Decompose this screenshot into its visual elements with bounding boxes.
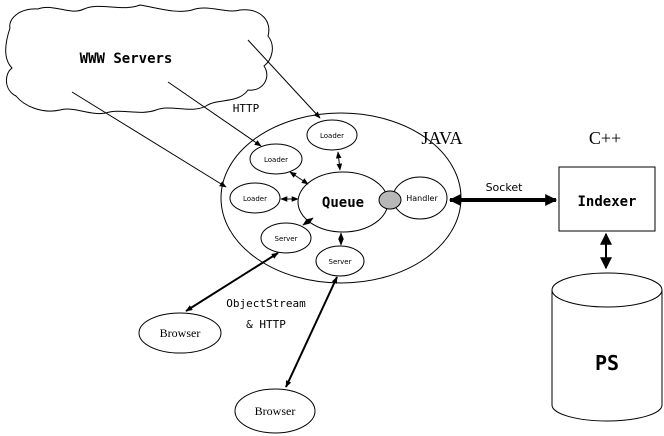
- server-left: [260, 222, 312, 254]
- cloud-to-loader-left-arrow: [71, 91, 227, 188]
- indexer-box: [558, 166, 656, 232]
- browser-bottom: [234, 388, 316, 434]
- object-stream-label: ObjectStream: [226, 297, 306, 310]
- loader-mid: [249, 143, 303, 175]
- handler-label: Handler: [406, 194, 438, 203]
- loader-mid-label: Loader: [264, 156, 288, 164]
- www-servers-cloud: [5, 4, 273, 115]
- cloud-to-loader-mid-arrow: [167, 81, 262, 147]
- cpp-label: C++: [589, 128, 621, 148]
- server-bottom-browser-arrow: [285, 276, 338, 388]
- loader-left: [229, 182, 281, 214]
- queue-label: Queue: [322, 195, 364, 211]
- java-label: JAVA: [421, 128, 462, 148]
- server-left-browser-arrow: [185, 252, 279, 312]
- server-bottom: [315, 245, 365, 277]
- ps-cylinder-body: [551, 290, 663, 422]
- and-http-label: & HTTP: [246, 318, 286, 331]
- ps-label: PS: [595, 351, 619, 375]
- http-label: HTTP: [233, 102, 260, 115]
- loader-top-label: Loader: [320, 132, 344, 140]
- browser-bottom-label: Browser: [255, 404, 296, 418]
- handler-connector: [378, 190, 402, 210]
- loader-top-queue-arrow: [335, 151, 343, 171]
- socket-label: Socket: [486, 181, 524, 194]
- server-left-label: Server: [275, 235, 298, 243]
- server-left-queue-arrow: [302, 217, 314, 226]
- indexer-label: Indexer: [577, 194, 636, 210]
- ps-cylinder-top: [551, 272, 663, 308]
- browser-left: [138, 312, 222, 354]
- www-servers-label: WWW Servers: [80, 51, 173, 67]
- browser-left-label: Browser: [160, 326, 201, 340]
- loader-left-label: Loader: [243, 195, 267, 203]
- loader-mid-queue-arrow: [289, 171, 309, 185]
- loader-top: [306, 119, 358, 151]
- cloud-to-loader-top-arrow: [247, 39, 321, 119]
- server-bottom-label: Server: [329, 258, 352, 266]
